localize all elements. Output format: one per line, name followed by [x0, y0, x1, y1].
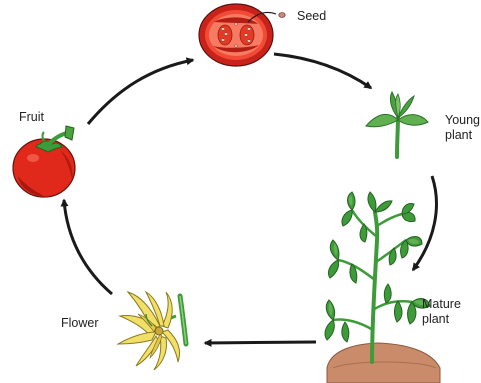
young-plant-label-line-1: Young	[445, 113, 481, 128]
seed-label: Seed	[297, 9, 326, 24]
flower-icon	[118, 292, 186, 370]
fruit-label: Fruit	[19, 110, 44, 125]
seedling-icon	[366, 92, 428, 157]
tomato-slice-icon	[199, 4, 276, 66]
flower-label: Flower	[61, 316, 99, 331]
arrow-seed-to-young	[274, 54, 371, 88]
arrow-young-to-mature	[413, 176, 436, 270]
young-plant-label: Young plant	[445, 113, 481, 143]
mature-plant-label-line-2: plant	[422, 312, 470, 327]
mature-plant-label-line-1: Mature	[422, 297, 470, 312]
mature-plant-icon	[325, 192, 440, 383]
young-plant-label-line-2: plant	[445, 128, 481, 143]
mature-plant-label: Mature plant	[422, 297, 470, 327]
arrow-flower-to-fruit	[64, 200, 112, 294]
tomato-fruit-icon	[13, 126, 75, 197]
arrow-mature-to-flower	[205, 342, 316, 343]
arrow-fruit-to-seed	[88, 60, 193, 124]
seed-icon	[279, 13, 285, 18]
